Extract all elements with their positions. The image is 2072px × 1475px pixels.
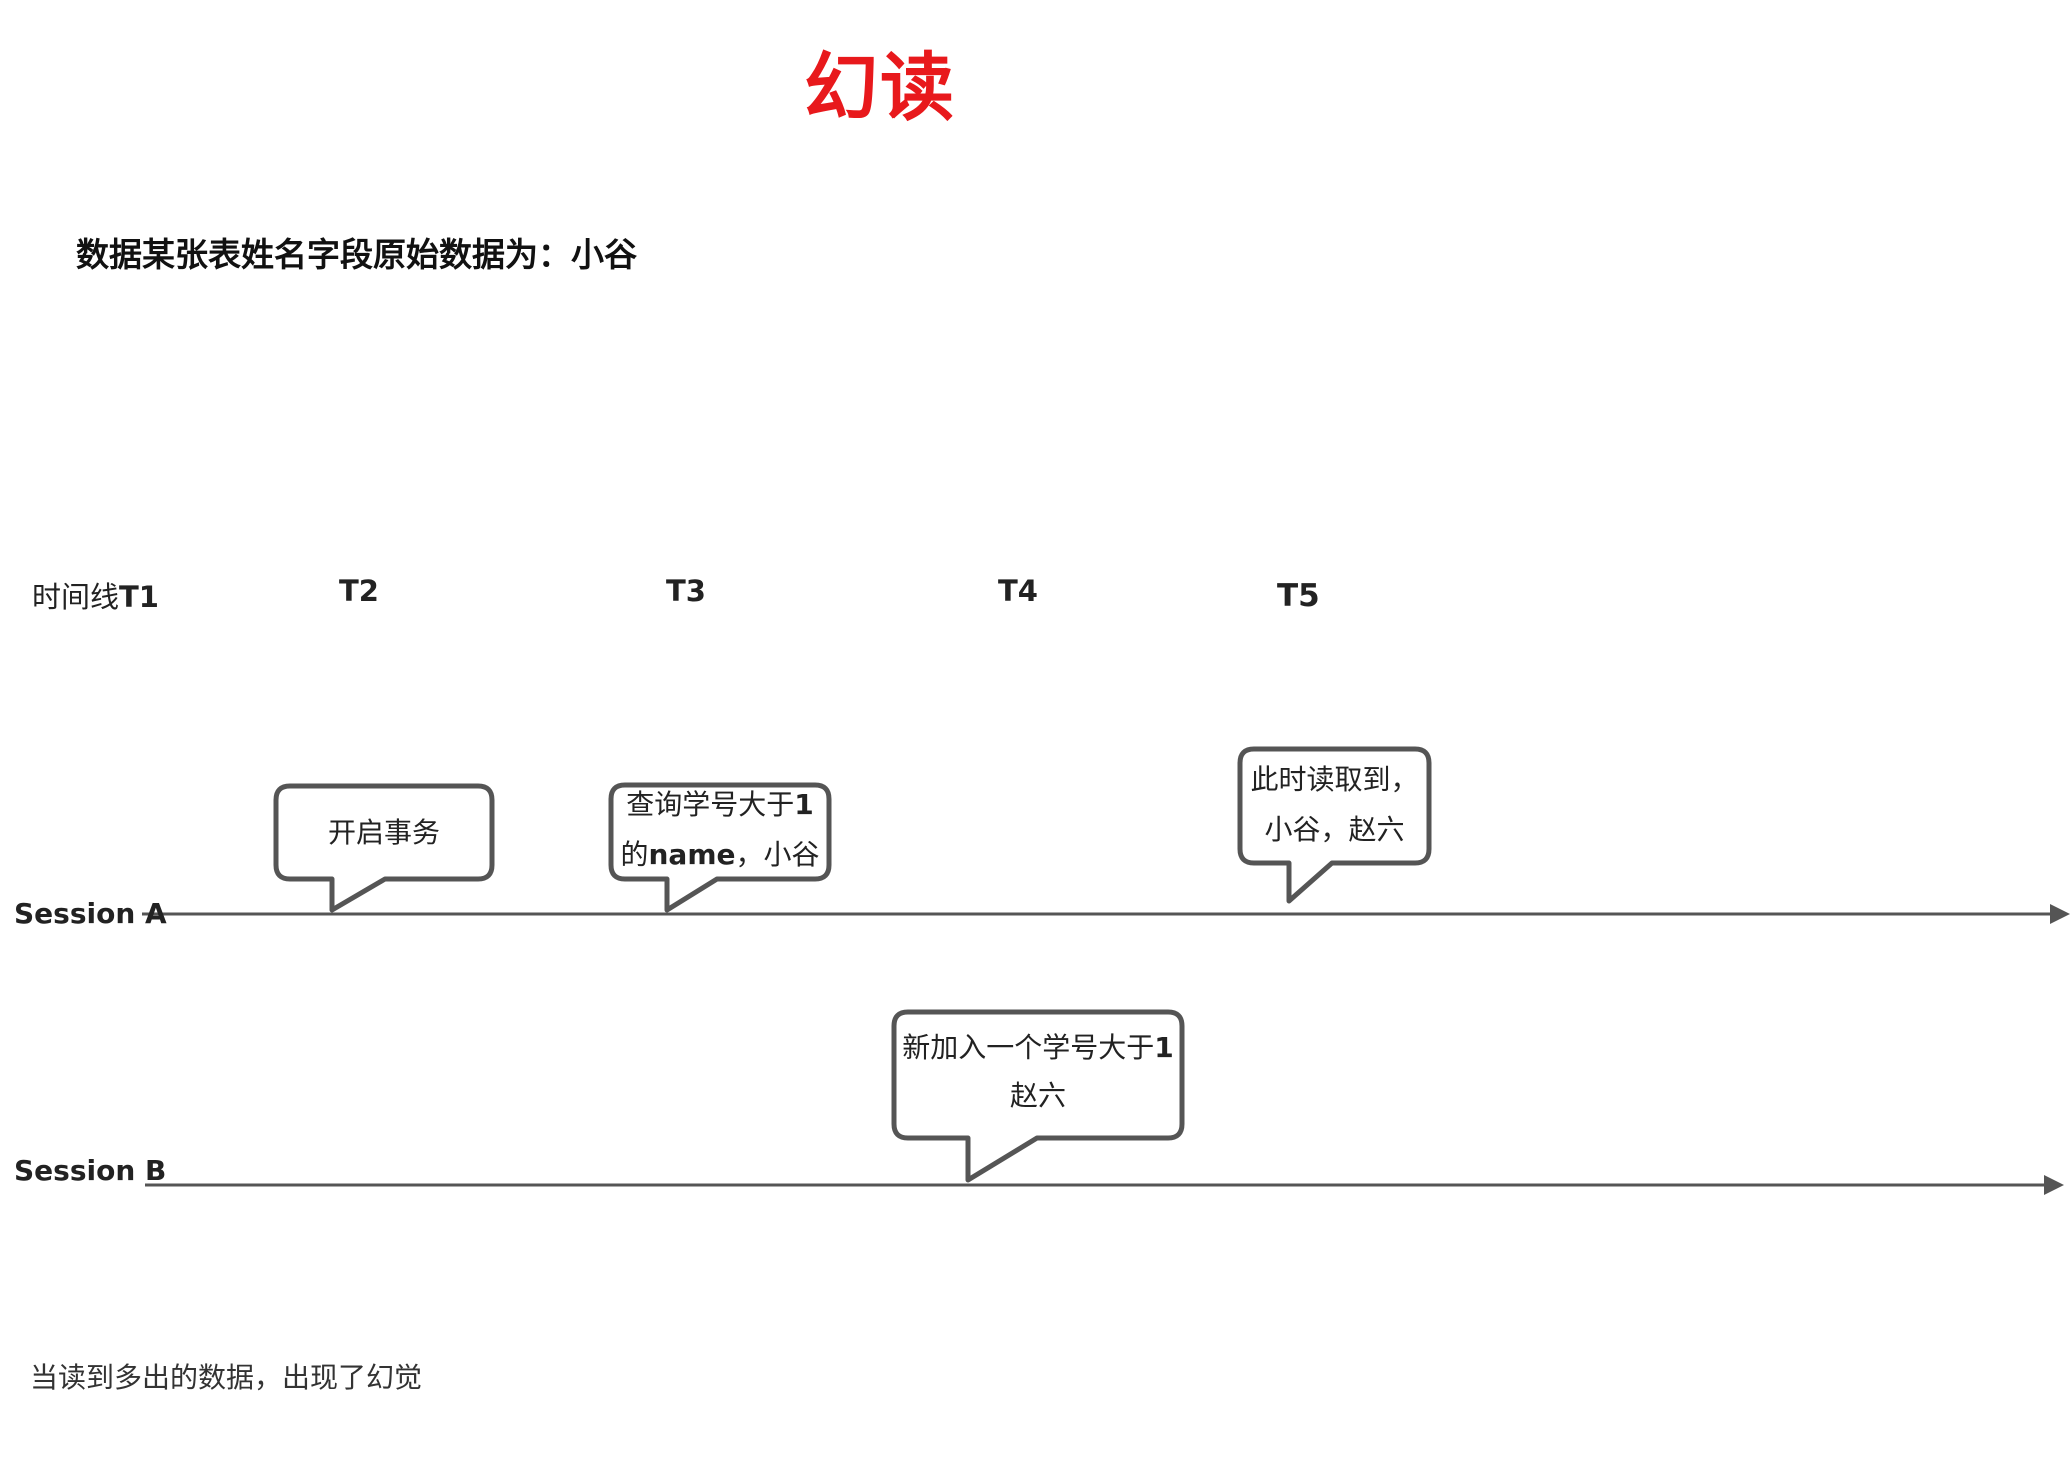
- callout-read-result: [1237, 746, 1432, 904]
- insert-number: 1: [1154, 1031, 1174, 1064]
- timeline-label-t2: T2: [339, 574, 379, 608]
- callout-read-line-1: 此时读取到，: [1250, 763, 1419, 796]
- callout-read-result-text: 此时读取到， 小谷，赵六: [1240, 755, 1429, 855]
- timeline-label-t3: T3: [666, 574, 706, 608]
- page-title: 幻读: [804, 45, 956, 131]
- callout-query-text: 查询学号大于1 的name，小谷: [611, 780, 829, 880]
- callout-start-transaction-text: 开启事务: [327, 816, 440, 849]
- query-text-part: 的: [620, 838, 649, 871]
- callout-query: [608, 782, 832, 913]
- tick-t2: T2: [339, 574, 379, 608]
- query-field-name: name: [648, 838, 736, 871]
- timeline-label-t1: 时间线T1: [32, 574, 159, 616]
- callout-query-line-1: 查询学号大于1: [611, 780, 829, 830]
- query-number: 1: [794, 788, 814, 821]
- callout-query-line-2: 的name，小谷: [611, 830, 829, 880]
- timeline-label-t5: T5: [1277, 578, 1320, 614]
- callout-insert-text: 新加入一个学号大于1 赵六: [894, 1024, 1182, 1120]
- footnote: 当读到多出的数据，出现了幻觉: [30, 1361, 423, 1394]
- callout-start-transaction: [273, 783, 495, 913]
- session-a-timeline: [142, 904, 2070, 924]
- timeline-prefix: 时间线: [32, 580, 120, 614]
- session-b-label: Session B: [14, 1154, 167, 1187]
- callout-insert-line-2: 赵六: [1009, 1079, 1066, 1112]
- callout-read-line-2: 小谷，赵六: [1264, 813, 1405, 846]
- timeline-label-t4: T4: [998, 574, 1038, 608]
- tick-t3: T3: [666, 574, 706, 608]
- query-result: ，小谷: [735, 838, 820, 871]
- callout-insert: [891, 1009, 1185, 1183]
- insert-text-part: 新加入一个学号大于: [902, 1031, 1155, 1064]
- tick-t4: T4: [998, 574, 1038, 608]
- query-text-part: 查询学号大于: [626, 788, 795, 821]
- session-a-label: Session A: [14, 897, 167, 930]
- original-data-note: 数据某张表姓名字段原始数据为：小谷: [76, 235, 637, 274]
- tick-t1: T1: [119, 580, 159, 614]
- session-b-timeline: [145, 1175, 2064, 1195]
- callout-insert-line-1: 新加入一个学号大于1: [894, 1024, 1182, 1072]
- tick-t5: T5: [1277, 578, 1320, 614]
